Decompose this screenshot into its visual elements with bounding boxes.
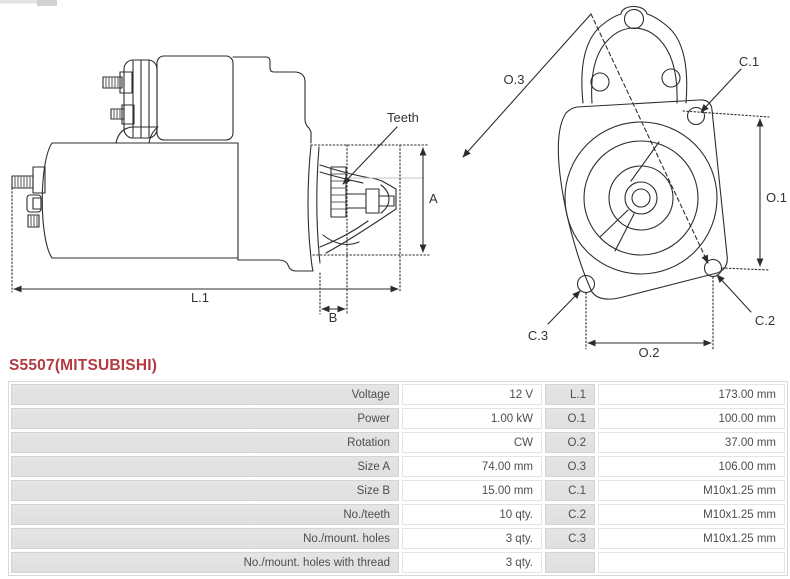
dim-label-c2: C.2 [755, 313, 775, 328]
spec-label: No./teeth [11, 504, 399, 525]
spec-label2: C.1 [545, 480, 595, 501]
teeth-label: Teeth [387, 110, 419, 125]
spec-label: Voltage [11, 384, 399, 405]
spec-value: 10 qty. [402, 504, 542, 525]
spec-value2: 106.00 mm [598, 456, 785, 477]
spec-value: CW [402, 432, 542, 453]
technical-drawings: Teeth A L.1 B [0, 0, 787, 360]
starter-front-view-drawing: O.3 C.1 O.1 C.2 C.3 O.2 [462, 5, 787, 360]
dim-label-b: B [329, 310, 338, 325]
cropped-edge-artifact [0, 0, 57, 6]
spec-label: Power [11, 408, 399, 429]
spec-value2: 100.00 mm [598, 408, 785, 429]
spec-value2: 37.00 mm [598, 432, 785, 453]
spec-label2: O.1 [545, 408, 595, 429]
spec-label2: C.3 [545, 528, 595, 549]
spec-label: Size B [11, 480, 399, 501]
spec-table: Voltage 12 V L.1 173.00 mm Power 1.00 kW… [8, 381, 788, 576]
product-title: S5507(MITSUBISHI) [9, 357, 158, 374]
dim-label-c1: C.1 [739, 54, 759, 69]
dim-label-l1: L.1 [191, 290, 209, 305]
spec-label2: C.2 [545, 504, 595, 525]
spec-label2 [545, 552, 595, 573]
starter-side-view-drawing: Teeth A L.1 B [11, 55, 438, 325]
spec-value2: M10x1.25 mm [598, 504, 785, 525]
spec-value: 3 qty. [402, 552, 542, 573]
spec-value: 12 V [402, 384, 542, 405]
spec-value2: M10x1.25 mm [598, 480, 785, 501]
spec-value: 3 qty. [402, 528, 542, 549]
spec-value2: 173.00 mm [598, 384, 785, 405]
spec-label2: O.3 [545, 456, 595, 477]
dim-label-o3: O.3 [504, 72, 525, 87]
spec-label: No./mount. holes [11, 528, 399, 549]
dim-label-a: A [429, 191, 438, 206]
spec-value: 74.00 mm [402, 456, 542, 477]
spec-label2: L.1 [545, 384, 595, 405]
spec-value2: M10x1.25 mm [598, 528, 785, 549]
spec-label2: O.2 [545, 432, 595, 453]
dim-label-c3: C.3 [528, 328, 548, 343]
dim-label-o2: O.2 [639, 345, 660, 360]
dim-label-o1: O.1 [766, 190, 787, 205]
spec-label: Rotation [11, 432, 399, 453]
spec-value2 [598, 552, 785, 573]
spec-label: Size A [11, 456, 399, 477]
spec-value: 1.00 kW [402, 408, 542, 429]
spec-label: No./mount. holes with thread [11, 552, 399, 573]
spec-value: 15.00 mm [402, 480, 542, 501]
